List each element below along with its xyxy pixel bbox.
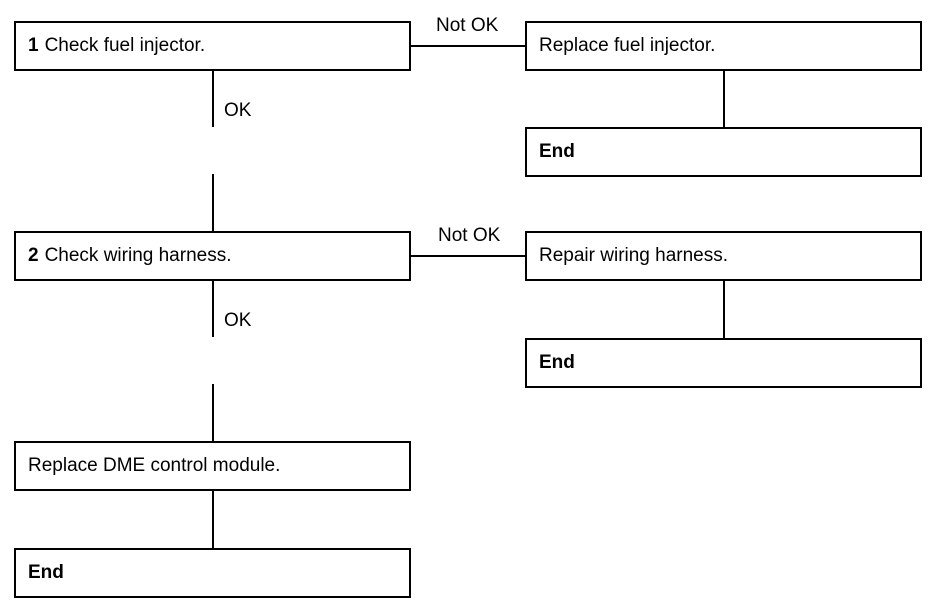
step-1-box: 1 Check fuel injector. (14, 21, 411, 71)
step-2-fix-label: Repair wiring harness. (539, 245, 729, 266)
step-1-ok-label: OK (224, 100, 252, 121)
step-1-fix-box: Replace fuel injector. (525, 21, 922, 71)
step-1-fix-connector (723, 71, 725, 127)
step-2-number: 2 (28, 245, 39, 266)
final-end-box: End (14, 548, 411, 598)
step-1-end-box: End (525, 127, 922, 177)
step-2-fix-connector (723, 281, 725, 338)
step-2-end-label: End (539, 352, 575, 373)
step-2-ok-connector-bottom (212, 384, 214, 441)
step-1-end-label: End (539, 141, 575, 162)
step-2-ok-label: OK (224, 310, 252, 331)
final-end-label: End (28, 562, 64, 583)
step-1-label: Check fuel injector. (44, 35, 206, 56)
step-2-not-ok-connector (411, 255, 525, 257)
final-step-box: Replace DME control module. (14, 441, 411, 491)
step-2-label: Check wiring harness. (44, 245, 232, 266)
step-1-number: 1 (28, 35, 39, 56)
final-connector (212, 491, 214, 548)
step-1-not-ok-label: Not OK (436, 15, 499, 36)
step-2-end-box: End (525, 338, 922, 388)
step-1-fix-label: Replace fuel injector. (539, 35, 716, 56)
step-1-ok-connector-bottom (212, 174, 214, 231)
step-1-not-ok-connector (411, 45, 525, 47)
step-2-ok-connector-top (212, 281, 214, 337)
step-1-ok-connector-top (212, 71, 214, 127)
step-2-box: 2 Check wiring harness. (14, 231, 411, 281)
step-2-not-ok-label: Not OK (438, 225, 501, 246)
step-2-fix-box: Repair wiring harness. (525, 231, 922, 281)
final-step-label: Replace DME control module. (28, 455, 281, 476)
